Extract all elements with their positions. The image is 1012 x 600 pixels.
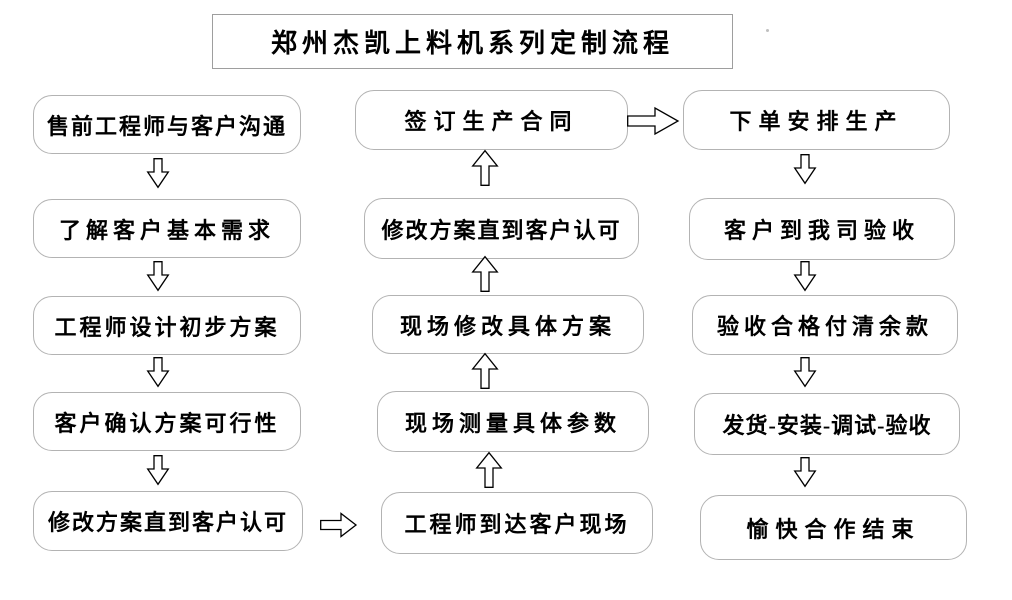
arrow-down-icon bbox=[793, 457, 817, 488]
arrow-up-icon bbox=[471, 352, 499, 389]
arrow-up-icon bbox=[475, 451, 503, 488]
arrow-up-icon bbox=[471, 255, 499, 292]
node-onsite-revise-plan: 现场修改具体方案 bbox=[372, 295, 644, 354]
node-initial-design: 工程师设计初步方案 bbox=[33, 296, 301, 355]
node-order-production: 下单安排生产 bbox=[683, 90, 950, 150]
node-revise-until-approved: 修改方案直到客户认可 bbox=[33, 491, 303, 551]
node-revise-until-approved-onsite: 修改方案直到客户认可 bbox=[364, 198, 639, 259]
arrow-down-icon bbox=[146, 261, 170, 292]
arrow-down-icon bbox=[146, 158, 170, 189]
node-sign-contract: 签订生产合同 bbox=[355, 90, 628, 150]
arrow-down-icon bbox=[146, 357, 170, 388]
node-engineer-arrive-site: 工程师到达客户现场 bbox=[381, 492, 653, 554]
arrow-right-icon bbox=[627, 106, 680, 136]
arrow-down-icon bbox=[793, 261, 817, 292]
node-customer-acceptance: 客户到我司验收 bbox=[689, 198, 955, 260]
arrow-down-icon bbox=[793, 154, 817, 185]
node-confirm-feasibility: 客户确认方案可行性 bbox=[33, 392, 301, 451]
node-ship-install-debug-accept: 发货-安装-调试-验收 bbox=[694, 393, 960, 455]
node-understand-needs: 了解客户基本需求 bbox=[33, 199, 301, 258]
page-title: 郑州杰凯上料机系列定制流程 bbox=[212, 14, 733, 69]
node-cooperation-end: 愉快合作结束 bbox=[700, 495, 967, 560]
stray-speck bbox=[766, 29, 769, 32]
arrow-down-icon bbox=[146, 455, 170, 486]
node-presales-communication: 售前工程师与客户沟通 bbox=[33, 95, 301, 154]
arrow-right-icon bbox=[320, 512, 358, 538]
arrow-up-icon bbox=[471, 149, 499, 186]
node-final-payment: 验收合格付清余款 bbox=[692, 295, 958, 355]
node-onsite-measure-params: 现场测量具体参数 bbox=[377, 391, 649, 452]
arrow-down-icon bbox=[793, 357, 817, 388]
